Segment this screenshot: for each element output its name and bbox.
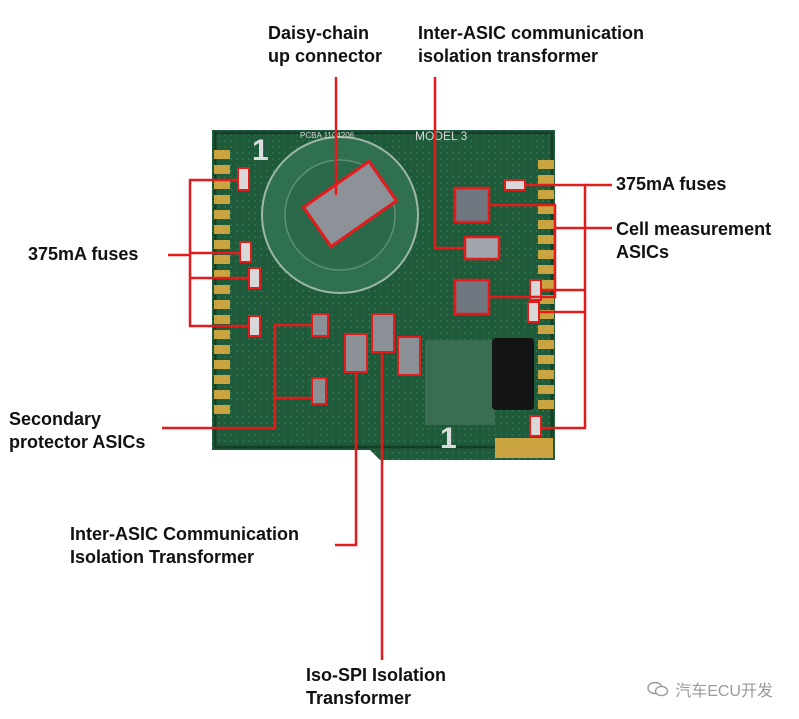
label-line: Iso-SPI Isolation: [306, 665, 447, 685]
label-cell-measurement: Cell measurement ASICs: [616, 218, 771, 264]
label-daisy-chain: Daisy-chain up connector: [268, 22, 382, 68]
label-secondary-protector: Secondary protector ASICs: [9, 408, 145, 454]
label-inter-asic-top: Inter-ASIC communication isolation trans…: [418, 22, 644, 68]
label-line: ASICs: [616, 242, 670, 262]
board-number-bottom: 1: [440, 422, 457, 455]
label-line: Daisy-chain: [268, 23, 370, 43]
left-edge-pads: [214, 150, 230, 414]
board-model-text: MODEL 3: [415, 129, 468, 143]
label-iso-spi: Iso-SPI Isolation Transformer: [306, 664, 446, 710]
bottom-connector-strip: [495, 438, 553, 458]
label-line: up connector: [268, 46, 383, 66]
callout-lines: [162, 77, 612, 660]
label-line: Inter-ASIC Communication: [70, 524, 300, 544]
watermark: 汽车ECU开发: [647, 677, 773, 701]
wechat-icon: [647, 681, 669, 697]
label-fuses-left: 375mA fuses: [28, 244, 139, 264]
label-line: Transformer: [306, 688, 412, 708]
label-line: isolation transformer: [418, 46, 599, 66]
right-edge-pads: [538, 160, 554, 409]
label-inter-asic-bottom: Inter-ASIC Communication Isolation Trans…: [70, 523, 299, 569]
board-pcb-text: PCBA 1104206: [300, 131, 355, 140]
label-line: Cell measurement: [616, 219, 772, 239]
board-number-top: 1: [252, 134, 269, 167]
watermark-text: 汽车ECU开发: [675, 683, 773, 700]
label-line: Secondary: [9, 409, 102, 429]
label-line: protector ASICs: [9, 432, 146, 452]
label-fuses-right: 375mA fuses: [616, 174, 727, 194]
label-line: Inter-ASIC communication: [418, 23, 645, 43]
label-line: Isolation Transformer: [70, 547, 255, 567]
pcb-components: [237, 159, 542, 437]
